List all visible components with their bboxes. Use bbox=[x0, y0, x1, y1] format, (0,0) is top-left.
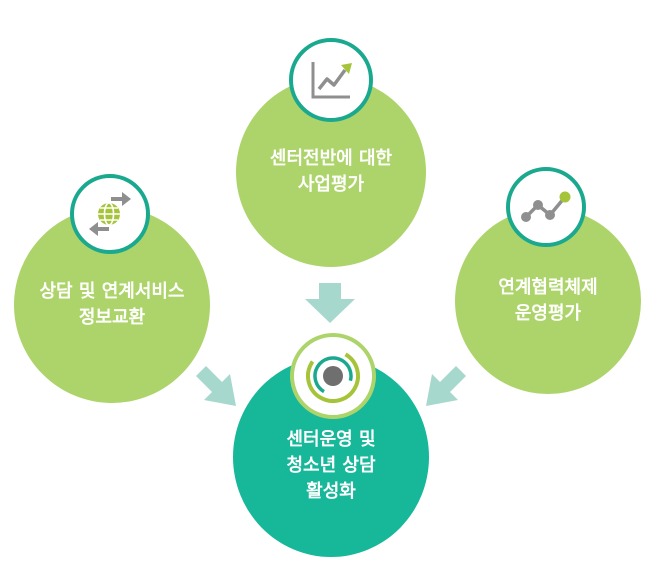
node-left-label: 상담 및 연계서비스 정보교환 bbox=[39, 280, 185, 328]
node-right-label: 연계협력체제 운영평가 bbox=[498, 276, 598, 324]
arrow-down-icon bbox=[305, 283, 355, 323]
badge-right bbox=[506, 167, 586, 247]
target-rings-icon bbox=[306, 349, 360, 403]
line-graph-icon bbox=[521, 191, 571, 222]
arrow-down-right-icon bbox=[196, 366, 236, 406]
globe-exchange-icon bbox=[89, 192, 131, 236]
node-center-label: 센터운영 및 청소년 상담 활성화 bbox=[286, 428, 376, 503]
badge-left bbox=[70, 174, 150, 254]
arrow-down-left-icon bbox=[426, 366, 466, 406]
trend-chart-icon bbox=[311, 62, 352, 99]
badge-center bbox=[290, 333, 376, 419]
node-left-info-exchange: 상담 및 연계서비스 정보교환 bbox=[14, 207, 210, 403]
badge-top bbox=[289, 38, 373, 122]
node-top-label: 센터전반에 대한 사업평가 bbox=[269, 147, 393, 195]
